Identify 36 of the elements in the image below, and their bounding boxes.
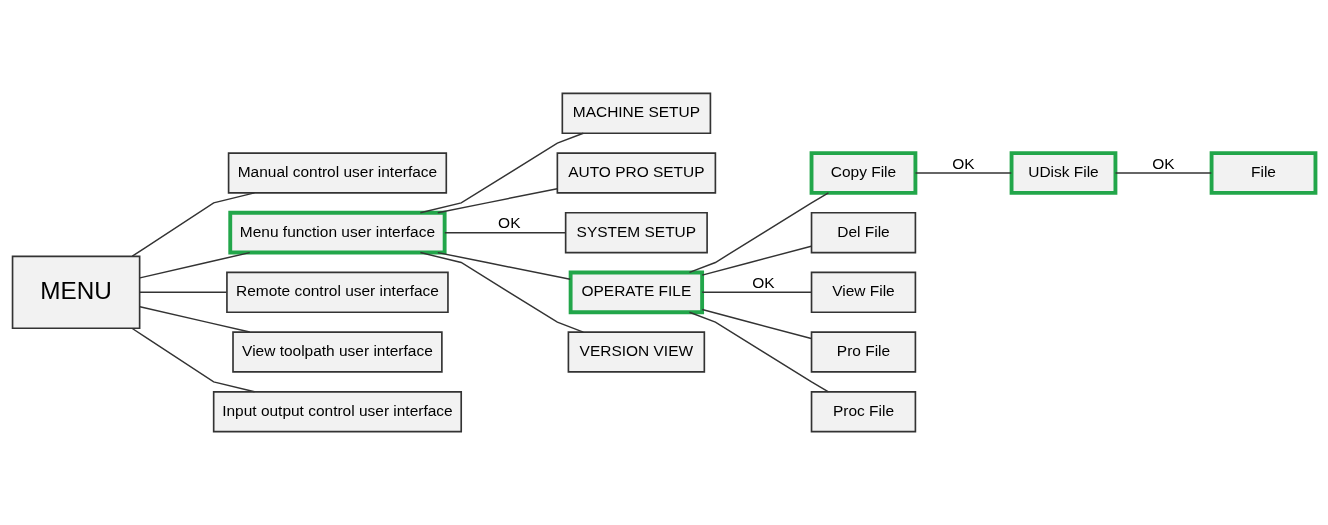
node-box: UDisk File <box>1009 151 1118 195</box>
connector <box>139 291 228 294</box>
node-box: File <box>1209 151 1318 195</box>
node-box: Copy File <box>809 151 918 195</box>
connector <box>444 231 567 234</box>
node-box: Proc File <box>810 390 917 433</box>
connector <box>688 192 830 274</box>
connector <box>437 251 571 280</box>
connector <box>701 308 812 340</box>
connector <box>139 251 251 279</box>
edge-label: OK <box>752 274 775 292</box>
node-box: View File <box>810 271 917 314</box>
connector <box>914 172 1012 174</box>
node-box: MENU <box>11 255 141 330</box>
node-box: Del File <box>810 211 917 254</box>
connector <box>139 306 251 333</box>
connector <box>701 291 812 294</box>
node-box: Menu function user interface <box>228 210 447 255</box>
connector <box>688 311 830 393</box>
node-box: SYSTEM SETUP <box>564 211 708 254</box>
connector <box>1114 172 1212 174</box>
edge-label: OK <box>952 154 975 172</box>
node-box: Input output control user interface <box>212 390 463 433</box>
node-box: Pro File <box>810 331 917 373</box>
edge-label: OK <box>1152 154 1175 172</box>
node-box: Manual control user interface <box>227 152 448 194</box>
edge-label: OK <box>498 214 521 232</box>
node-box: MACHINE SETUP <box>561 92 712 135</box>
node-box: Remote control user interface <box>226 271 449 314</box>
node-box: VERSION VIEW <box>567 331 706 373</box>
connector <box>419 251 585 333</box>
connector <box>437 187 558 214</box>
node-box: OPERATE FILE <box>568 270 705 315</box>
node-box: View toolpath user interface <box>232 331 443 373</box>
connector <box>701 245 812 276</box>
node-box: AUTO PRO SETUP <box>556 152 717 194</box>
